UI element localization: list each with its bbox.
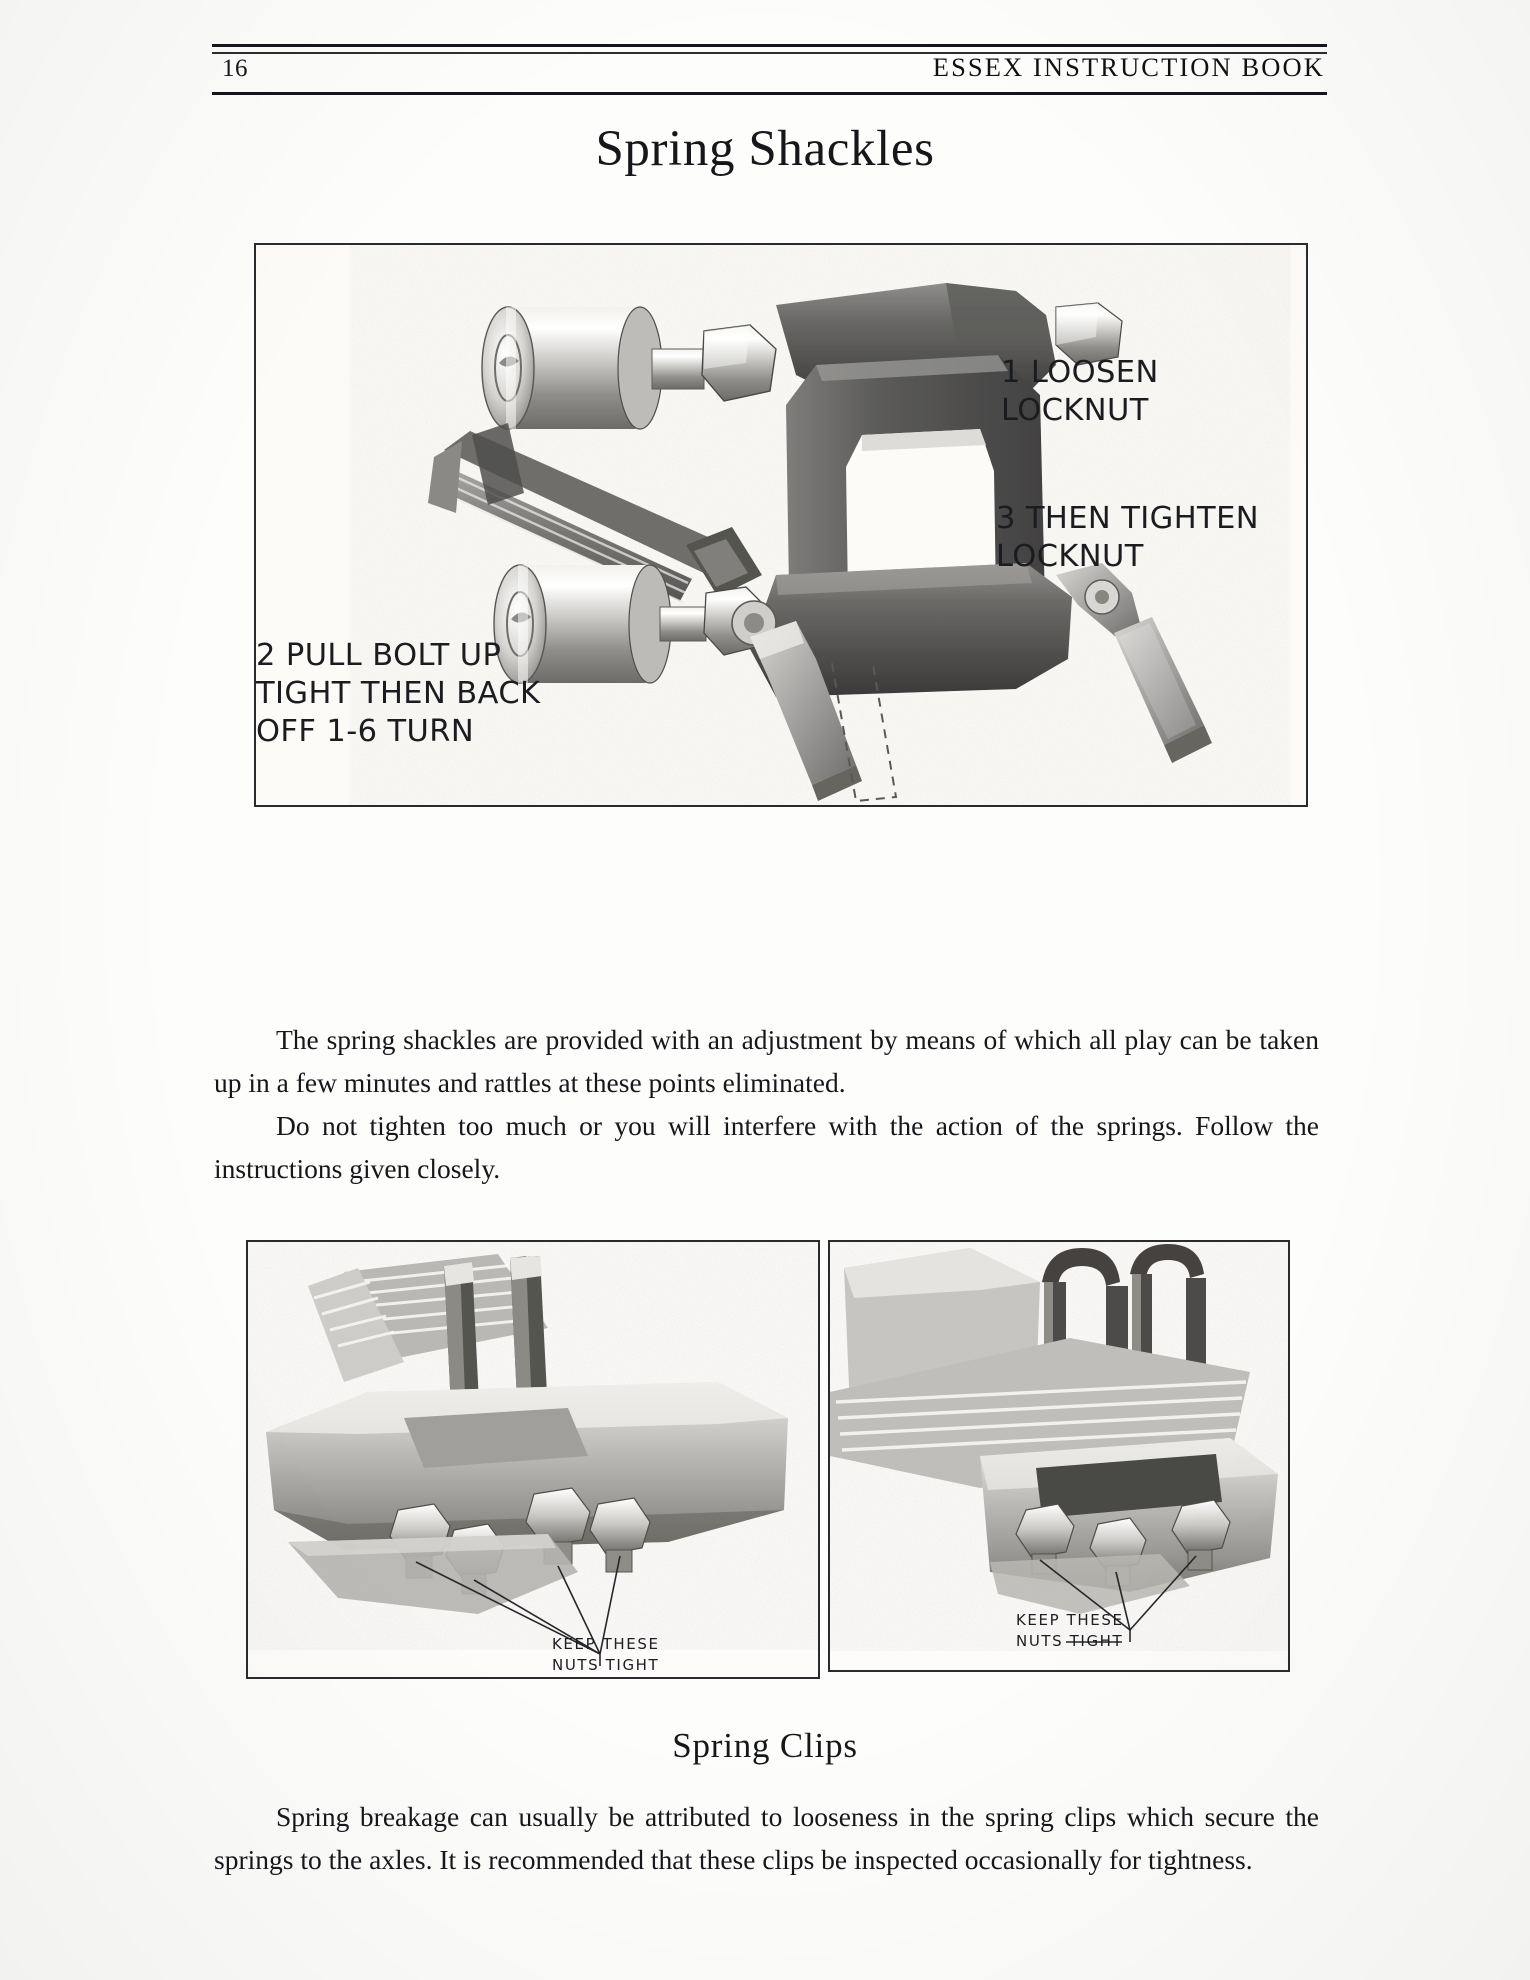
caption-keep-nuts-tight-right: KEEP THESE NUTS TIGHT: [1016, 1611, 1124, 1650]
wrench-right: [1056, 563, 1212, 763]
leader-lines: [415, 1555, 621, 1666]
callout-tighten-locknut: 3 THEN TIGHTEN LOCKNUT: [996, 501, 1259, 574]
figure-spring-clips-left: KEEP THESE NUTS TIGHT: [246, 1240, 820, 1679]
leader-lines-right: [1039, 1555, 1197, 1643]
shackle-illustration: [256, 245, 1306, 805]
upper-bushing: [481, 306, 663, 430]
figure-spring-shackle: 1 LOOSEN LOCKNUT 3 THEN TIGHTEN LOCKNUT …: [254, 243, 1308, 807]
spring-clips-right-illustration: [830, 1242, 1288, 1670]
subheading-spring-clips: Spring Clips: [672, 1726, 858, 1765]
caption-keep-nuts-tight-left: KEEP THESE NUTS TIGHT: [552, 1635, 660, 1674]
body-text-shackles: The spring shackles are provided with an…: [214, 1018, 1319, 1190]
body-text-clips: Spring breakage can usually be attribute…: [214, 1795, 1319, 1881]
header-rule-top: [212, 44, 1327, 54]
paragraph-shackles-1: The spring shackles are provided with an…: [214, 1024, 1319, 1098]
motion-dashed-outline: [831, 658, 898, 803]
lower-arm: [750, 563, 1072, 697]
paragraph-clips-1: Spring breakage can usually be attribute…: [214, 1801, 1319, 1875]
callout-pull-bolt: 2 PULL BOLT UP TIGHT THEN BACK OFF 1-6 T…: [256, 638, 541, 749]
page-number: 16: [222, 55, 248, 82]
running-head: ESSEX INSTRUCTION BOOK: [932, 52, 1325, 82]
lower-bushing: [493, 564, 672, 684]
header-rule-bottom: [212, 92, 1327, 95]
page-title: Spring Shackles: [595, 121, 935, 177]
spring-clips-left-illustration: [248, 1242, 818, 1677]
figure-spring-clips-right: KEEP THESE NUTS TIGHT: [828, 1240, 1290, 1672]
callout-loosen-locknut: 1 LOOSEN LOCKNUT: [1001, 355, 1159, 428]
wrench-lower-left: [750, 621, 862, 801]
paragraph-shackles-2: Do not tighten too much or you will inte…: [214, 1110, 1319, 1184]
